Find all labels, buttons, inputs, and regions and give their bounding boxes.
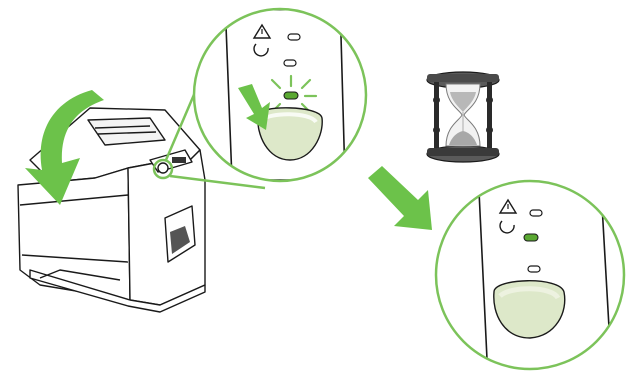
go-light-off	[528, 266, 540, 272]
magnified-panel-ready	[436, 170, 628, 377]
go-light-blinking	[284, 92, 298, 99]
magnified-panel-blinking	[194, 0, 366, 181]
arrow-icon	[368, 166, 432, 230]
hourglass-icon	[427, 72, 499, 162]
ready-light-on	[524, 234, 538, 241]
attention-light	[530, 210, 542, 216]
printer-front	[18, 168, 130, 300]
ready-light-off-top	[284, 60, 296, 66]
printer-button	[158, 163, 168, 173]
attention-light	[288, 34, 300, 40]
